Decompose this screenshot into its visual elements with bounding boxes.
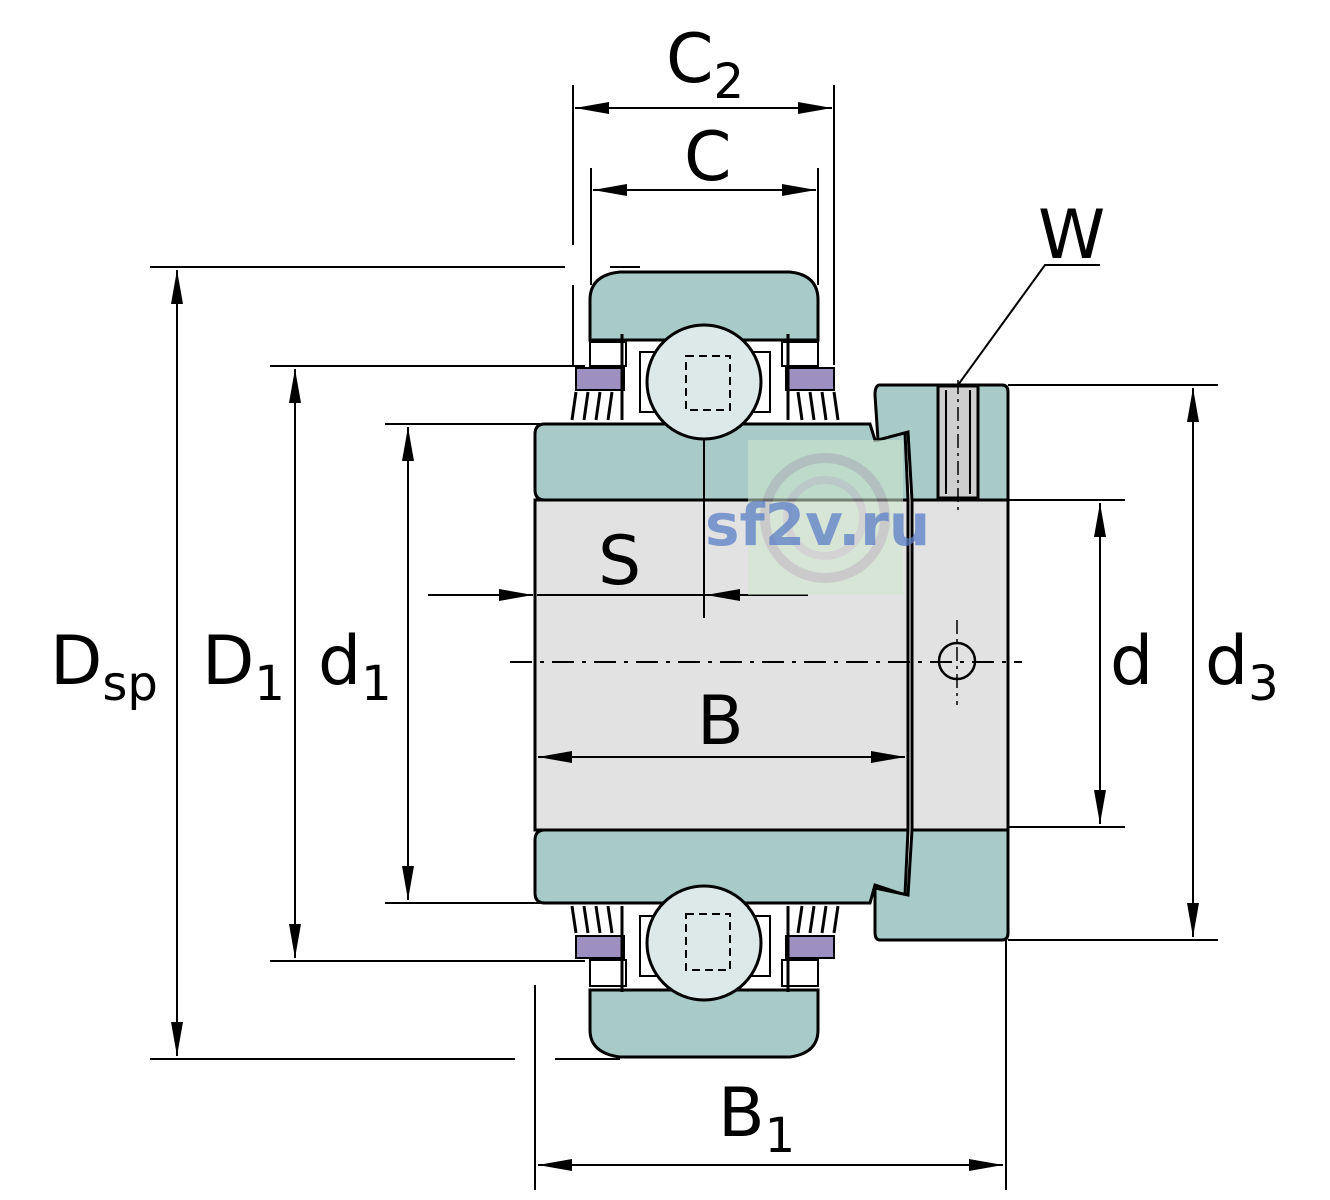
label-w: W (1038, 196, 1105, 275)
label-s: S (598, 522, 641, 601)
dimension-lines (171, 102, 1199, 1171)
watermark (748, 440, 903, 595)
label-D1: D1 (202, 622, 285, 712)
ball-top (645, 323, 763, 441)
label-dsp: Dsp (50, 622, 158, 712)
outer-ring-top (588, 270, 820, 342)
label-d: d (1110, 622, 1153, 701)
seal-top-left (570, 334, 627, 421)
ball-bottom (645, 884, 763, 1002)
label-d1: d1 (318, 622, 392, 712)
watermark-text: sf2v.ru (705, 491, 930, 559)
outer-ring-bottom (588, 988, 820, 1059)
seal-bottom-left (570, 905, 627, 992)
label-b1: B1 (718, 1074, 795, 1164)
inner-ring-bottom (533, 828, 910, 905)
label-b: B (697, 682, 744, 761)
label-c2: C2 (666, 20, 744, 110)
label-c: C (684, 118, 731, 197)
seal-bottom-right (781, 905, 840, 992)
seal-top-right (781, 334, 840, 421)
extension-lines (150, 85, 1218, 1190)
locking-collar-bottom (873, 828, 1010, 942)
label-d3: d3 (1205, 622, 1279, 712)
